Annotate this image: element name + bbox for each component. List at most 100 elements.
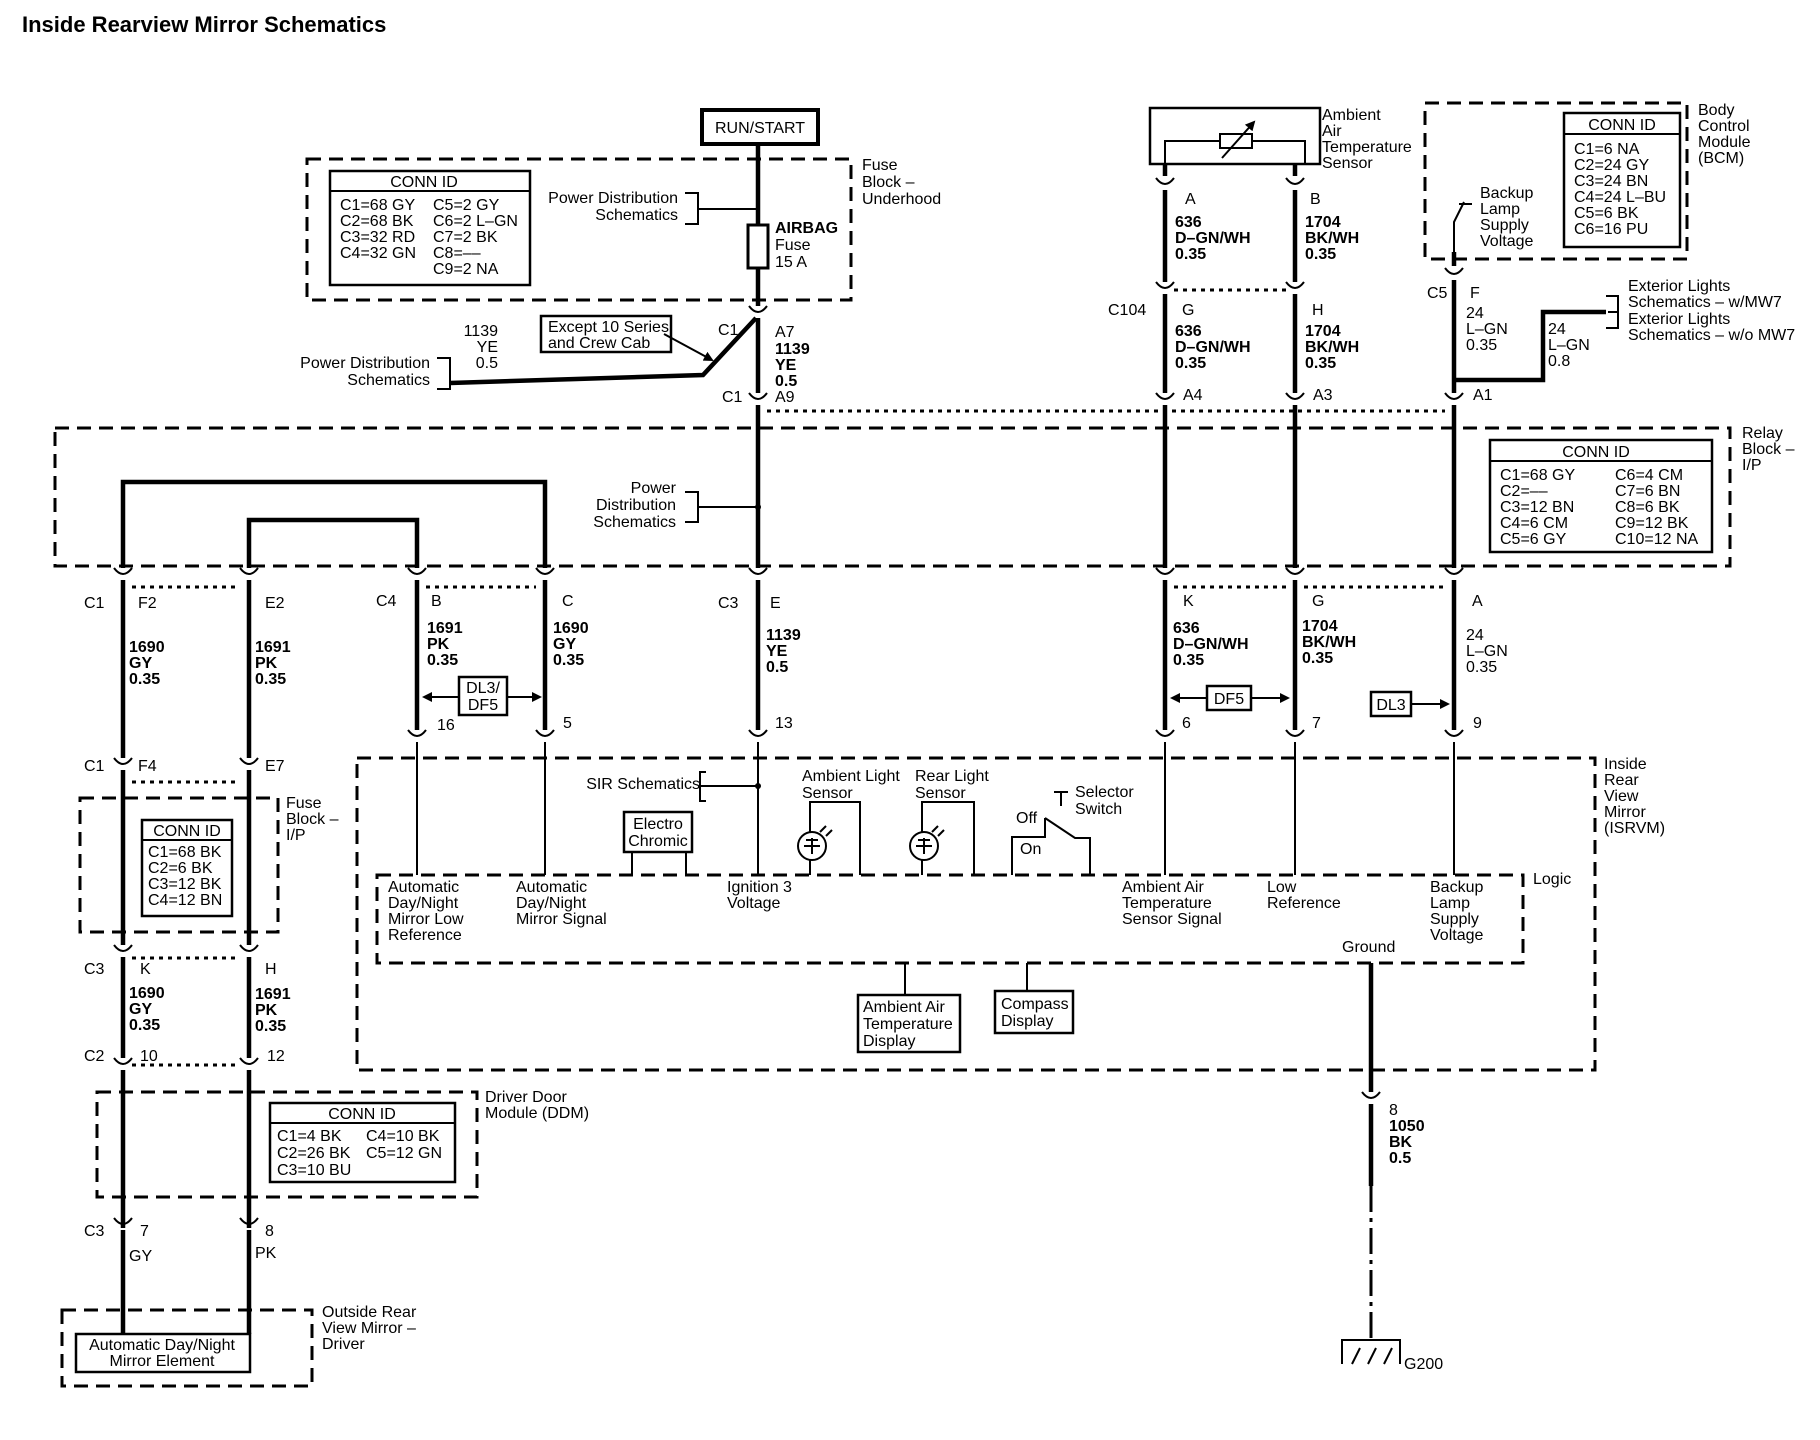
svg-text:Temperature: Temperature [1122,895,1212,912]
svg-text:YE: YE [477,339,498,356]
svg-text:PK: PK [255,655,278,672]
svg-text:DF5: DF5 [468,697,498,714]
svg-text:Electro: Electro [633,816,683,833]
svg-text:C7=2 BK: C7=2 BK [433,229,498,246]
svg-text:Schematics: Schematics [595,207,678,224]
svg-text:GY: GY [129,655,152,672]
svg-text:C1=6 NA: C1=6 NA [1574,141,1640,158]
svg-text:Rear Light: Rear Light [915,768,989,785]
svg-text:0.35: 0.35 [1175,246,1206,263]
svg-text:G: G [1312,593,1324,610]
svg-text:1691: 1691 [427,620,463,637]
svg-text:1139: 1139 [766,627,801,644]
svg-text:Mirror Signal: Mirror Signal [516,911,607,928]
svg-text:Schematics – w/o MW7: Schematics – w/o MW7 [1628,327,1795,344]
svg-text:GY: GY [129,1001,152,1018]
svg-text:1704: 1704 [1305,214,1341,231]
svg-text:5: 5 [563,715,572,732]
svg-text:GY: GY [129,1248,152,1265]
svg-text:Body: Body [1698,102,1734,119]
left-connectors-mid [113,944,259,960]
svg-text:YE: YE [775,357,797,374]
svg-text:Automatic Day/Night: Automatic Day/Night [89,1337,235,1354]
svg-text:K: K [140,961,151,978]
svg-text:C1: C1 [718,322,739,339]
svg-text:0.35: 0.35 [427,652,458,669]
svg-text:BK: BK [1389,1134,1413,1151]
svg-text:C2=6 BK: C2=6 BK [148,860,213,877]
electro-chromic: Electro Chromic [622,810,694,875]
svg-text:Sensor: Sensor [1322,155,1373,172]
fuse-block-ip: Fuse Block – I/P CONN ID C1=68 BK C2=6 B… [78,795,339,934]
svg-text:Temperature: Temperature [863,1016,953,1033]
svg-text:Selector: Selector [1075,784,1134,801]
svg-text:15 A: 15 A [775,254,807,271]
svg-text:L–GN: L–GN [1548,337,1590,354]
svg-text:C: C [562,593,574,610]
svg-text:636: 636 [1175,214,1202,231]
svg-text:Sensor: Sensor [802,785,853,802]
svg-text:Backup: Backup [1480,185,1533,202]
svg-text:1139: 1139 [464,323,499,340]
svg-text:DL3/: DL3/ [466,680,500,697]
svg-text:BK/WH: BK/WH [1305,230,1359,247]
svg-text:Ground: Ground [1342,939,1395,956]
svg-text:C6=16 PU: C6=16 PU [1574,221,1648,238]
svg-text:C1: C1 [84,758,105,775]
svg-text:10: 10 [140,1048,158,1065]
svg-text:A3: A3 [1313,387,1333,404]
ground-g200: G200 [1341,1339,1443,1373]
compass-display: Compass Display [993,963,1075,1035]
svg-text:A4: A4 [1183,387,1203,404]
svg-text:Voltage: Voltage [1430,927,1483,944]
svg-text:C3: C3 [84,961,105,978]
svg-text:C3=12 BN: C3=12 BN [1500,499,1574,516]
svg-text:Distribution: Distribution [596,497,676,514]
svg-text:0.35: 0.35 [255,671,286,688]
svg-text:C5=6 BK: C5=6 BK [1574,205,1639,222]
svg-text:12: 12 [267,1048,285,1065]
conn-id-table-underhood: CONN ID C1=68 GY C2=68 BK C3=32 RD C4=32… [328,169,532,287]
dl3-df5-arrow: DL3/ DF5 [422,675,542,717]
svg-text:Supply: Supply [1480,217,1529,234]
svg-text:C1=4 BK: C1=4 BK [277,1128,342,1145]
svg-text:0.35: 0.35 [553,652,584,669]
svg-text:7: 7 [1312,715,1321,732]
svg-text:Driver Door: Driver Door [485,1089,567,1106]
dl3-arrow: DL3 [1369,690,1450,718]
svg-text:C4: C4 [376,593,397,610]
svg-text:Low: Low [1267,879,1297,896]
svg-text:PK: PK [255,1002,278,1019]
svg-text:C3=24 BN: C3=24 BN [1574,173,1648,190]
svg-text:C1: C1 [722,389,743,406]
svg-text:Driver: Driver [322,1336,365,1353]
svg-text:Sensor: Sensor [915,785,966,802]
svg-text:9: 9 [1473,715,1482,732]
svg-text:0.35: 0.35 [129,671,160,688]
selector-switch: Selector Switch Off On [1011,784,1134,875]
svg-text:C7=6 BN: C7=6 BN [1615,483,1680,500]
svg-text:Switch: Switch [1075,801,1122,818]
svg-text:Fuse: Fuse [862,157,898,174]
svg-text:F4: F4 [138,758,157,775]
svg-text:Reference: Reference [1267,895,1341,912]
svg-text:D–GN/WH: D–GN/WH [1173,636,1249,653]
svg-text:B: B [431,593,442,610]
left-connectors-ddm [113,1057,259,1067]
svg-text:Off: Off [1016,810,1038,827]
svg-text:1704: 1704 [1302,618,1338,635]
svg-text:C3: C3 [84,1223,105,1240]
svg-text:BK/WH: BK/WH [1305,339,1359,356]
svg-text:G: G [1182,302,1194,319]
svg-text:SIR Schematics: SIR Schematics [586,776,700,793]
svg-text:C4=24 L–BU: C4=24 L–BU [1574,189,1666,206]
svg-text:Underhood: Underhood [862,191,941,208]
svg-text:Control: Control [1698,118,1750,135]
body-control-module: Body Control Module (BCM) CONN ID C1=6 N… [1423,101,1751,261]
svg-text:Display: Display [1001,1013,1053,1030]
svg-text:C2=26 BK: C2=26 BK [277,1145,351,1162]
svg-text:CONN ID: CONN ID [1588,117,1656,134]
svg-text:C1: C1 [84,595,105,612]
svg-text:6: 6 [1182,715,1191,732]
svg-text:1704: 1704 [1305,323,1341,340]
